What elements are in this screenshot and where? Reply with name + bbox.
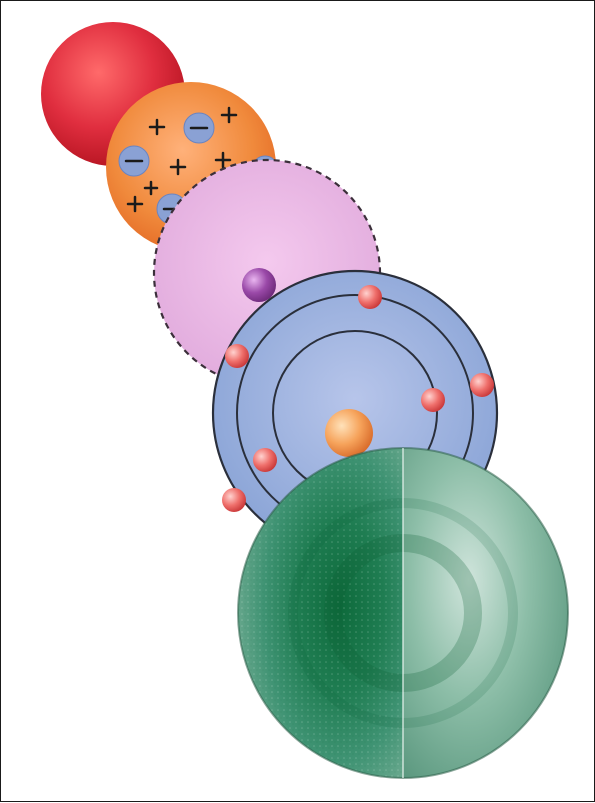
bohr-electron-1 <box>358 285 382 309</box>
bohr-electron-3 <box>470 373 494 397</box>
bohr-electron-6 <box>222 488 246 512</box>
bohr-electron-4 <box>421 388 445 412</box>
quantum-right-half <box>403 448 568 778</box>
minus-charge-1 <box>184 113 214 143</box>
bohr-nucleus <box>325 409 373 457</box>
quantum-model <box>238 448 568 778</box>
minus-charge-2 <box>119 146 149 176</box>
rutherford-nucleus <box>242 268 276 302</box>
bohr-electron-2 <box>225 344 249 368</box>
bohr-electron-5 <box>253 448 277 472</box>
